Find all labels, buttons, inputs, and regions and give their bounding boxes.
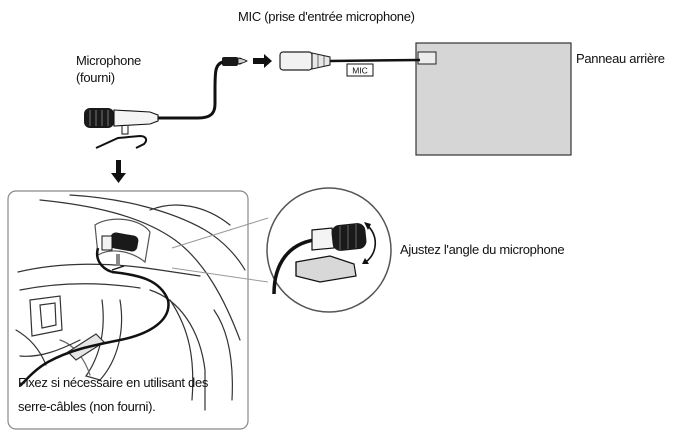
microphone-label-line1: Microphone — [76, 53, 141, 68]
mic-jack-label: MIC (prise d'entrée microphone) — [238, 9, 415, 24]
rear-panel — [415, 42, 572, 156]
microphone-cable — [158, 60, 224, 120]
adjust-angle-label: Ajustez l'angle du microphone — [400, 242, 565, 257]
zoom-detail-circle — [266, 187, 392, 313]
mic-tag-label: MIC — [352, 66, 368, 76]
microphone — [84, 108, 159, 149]
mic-tag: MIC — [346, 63, 374, 77]
mic-input-jack — [279, 51, 331, 71]
car-interior-sketch — [15, 194, 246, 411]
mini-plug — [222, 57, 249, 66]
mounted-microphone — [95, 232, 139, 274]
microphone-label-line2: (fourni) — [76, 70, 115, 85]
rear-panel-label: Panneau arrière — [576, 51, 665, 66]
installation-detail-frame — [7, 190, 249, 430]
zoom-lines — [171, 217, 269, 283]
rear-cable — [329, 58, 421, 63]
routed-cable — [19, 270, 170, 387]
fix-note-line2: serre-câbles (non fourni). — [18, 399, 156, 414]
down-arrow — [111, 160, 126, 183]
insert-arrow — [253, 54, 272, 68]
fix-note-line1: Fixez si nécessaire en utilisant des — [18, 375, 209, 390]
